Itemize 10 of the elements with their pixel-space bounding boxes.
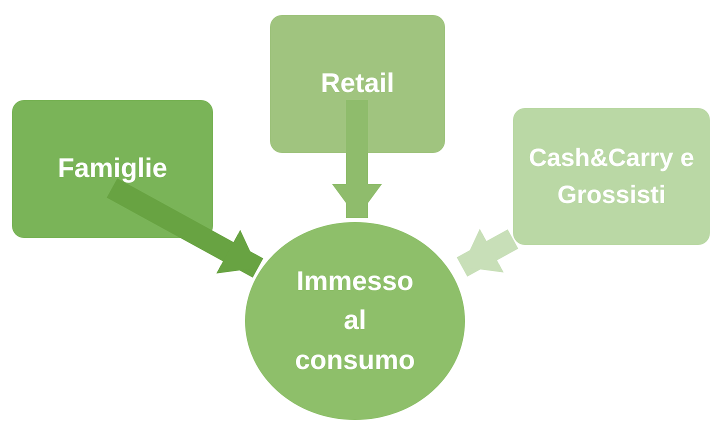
block-arrow — [456, 228, 518, 277]
rounded-box — [270, 15, 445, 153]
block-arrow — [332, 100, 382, 218]
node-label: Retail — [320, 67, 394, 100]
node-label: Immesso al consumo — [294, 265, 416, 377]
node-label: Cash&Carry e Grossisti — [528, 143, 696, 210]
block-arrow — [106, 178, 264, 278]
rounded-box — [12, 100, 213, 238]
rounded-box — [513, 108, 710, 245]
node-label: Famiglie — [58, 152, 168, 186]
